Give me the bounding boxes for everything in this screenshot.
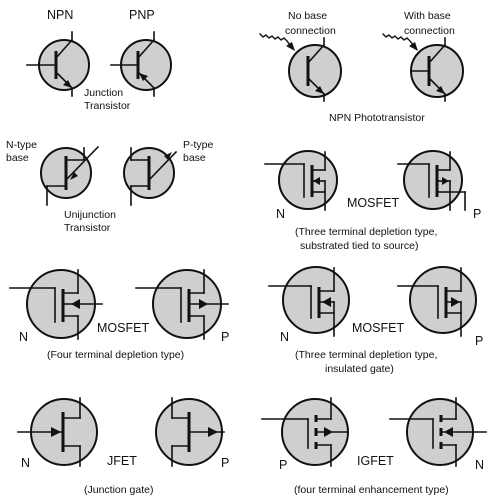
igfet-desc: (four terminal enhancement type) <box>294 484 449 496</box>
with-base-label-line2: connection <box>404 25 455 37</box>
junction-transistor-label-line2: Transistor <box>84 100 131 112</box>
mosfet-3t-n-label: N <box>276 207 285 221</box>
igfet-p-label: P <box>279 458 287 472</box>
unijunction-transistor-label-line2: Transistor <box>64 222 111 234</box>
ntype-base-label-line2: base <box>6 152 29 164</box>
mosfet-4t-p-symbol <box>135 269 229 340</box>
phototransistor-no-base-symbol <box>259 33 342 102</box>
unijunction-transistor-label-line1: Unijunction <box>64 209 116 221</box>
mosfet-ig-p-label: P <box>475 334 483 348</box>
ntype-base-label-line1: N-type <box>6 139 37 151</box>
igfet-n-symbol <box>389 397 487 467</box>
pnp-transistor-symbol <box>110 31 172 97</box>
with-base-label-line1: With base <box>404 10 451 22</box>
jfet-desc: (Junction gate) <box>84 484 153 496</box>
ptype-base-label-line2: base <box>183 152 206 164</box>
jfet-title: JFET <box>107 454 137 468</box>
ptype-base-label-line1: P-type <box>183 139 214 151</box>
ujt-ntype-symbol <box>40 145 100 206</box>
no-base-label-line1: No base <box>288 10 327 22</box>
mosfet-ig-n-label: N <box>280 330 289 344</box>
mosfet-4t-n-symbol <box>9 269 103 340</box>
mosfet-4t-title: MOSFET <box>97 321 149 335</box>
jfet-p-symbol <box>155 397 225 467</box>
mosfet-3t-desc-line2: substrated tied to source) <box>300 240 418 252</box>
pnp-label: PNP <box>129 8 155 22</box>
jfet-p-label: P <box>221 456 229 470</box>
npn-phototransistor-label: NPN Phototransistor <box>329 112 425 124</box>
mosfet-4t-n-label: N <box>19 330 28 344</box>
junction-transistor-label-line1: Junction <box>84 87 123 99</box>
jfet-n-symbol <box>17 397 98 467</box>
mosfet-3t-desc-line1: (Three terminal depletion type, <box>295 226 437 238</box>
ujt-ptype-symbol <box>123 147 178 206</box>
mosfet-ig-n-symbol <box>268 266 350 337</box>
mosfet-ig-title: MOSFET <box>352 321 404 335</box>
mosfet-3t-p-label: P <box>473 207 481 221</box>
phototransistor-with-base-symbol <box>382 33 464 102</box>
mosfet-ig-p-symbol <box>397 266 477 337</box>
mosfet-3t-title: MOSFET <box>347 196 399 210</box>
igfet-title: IGFET <box>357 454 394 468</box>
npn-transistor-symbol <box>26 31 90 97</box>
npn-label: NPN <box>47 8 73 22</box>
no-base-label-line2: connection <box>285 25 336 37</box>
mosfet-ig-desc-line2: insulated gate) <box>325 363 394 375</box>
mosfet-3t-p-symbol <box>397 150 466 211</box>
mosfet-4t-p-label: P <box>221 330 229 344</box>
mosfet-4t-desc: (Four terminal depletion type) <box>47 349 184 361</box>
igfet-p-symbol <box>261 397 349 467</box>
mosfet-ig-desc-line1: (Three terminal depletion type, <box>295 349 437 361</box>
mosfet-3t-n-symbol <box>264 150 338 211</box>
igfet-n-label: N <box>475 458 484 472</box>
jfet-n-label: N <box>21 456 30 470</box>
